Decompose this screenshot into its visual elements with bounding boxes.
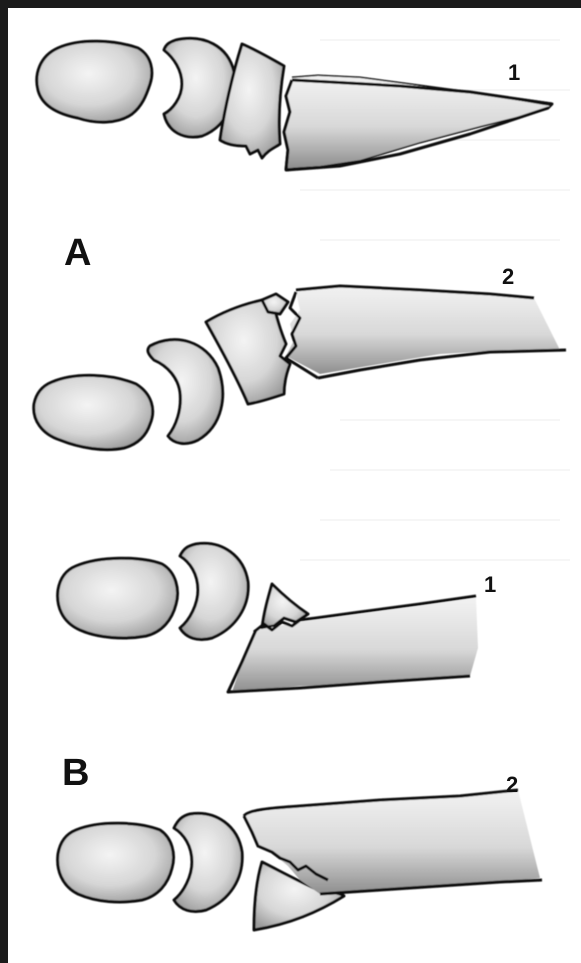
panel-b-figure-2 [58, 790, 542, 930]
carpal-bone [148, 340, 223, 444]
panel-a-figure-2 [34, 286, 566, 450]
figure-b2-label: 2 [506, 772, 518, 798]
carpal-bone [58, 823, 174, 902]
carpal-bone [34, 375, 153, 449]
carpal-bone [58, 558, 178, 638]
panel-b-label: B [62, 752, 89, 795]
panel-a-label: A [64, 232, 91, 275]
carpal-bone [37, 41, 152, 122]
triangular-fragment [262, 584, 308, 628]
figure-a1-label: 1 [508, 60, 520, 86]
panel-a-figure-1 [37, 38, 552, 170]
figure-b1-label: 1 [484, 572, 496, 598]
figure-a2-label: 2 [502, 264, 514, 290]
panel-b-figure-1 [58, 543, 478, 692]
carpal-bone [174, 813, 242, 911]
carpal-bone [180, 543, 248, 639]
